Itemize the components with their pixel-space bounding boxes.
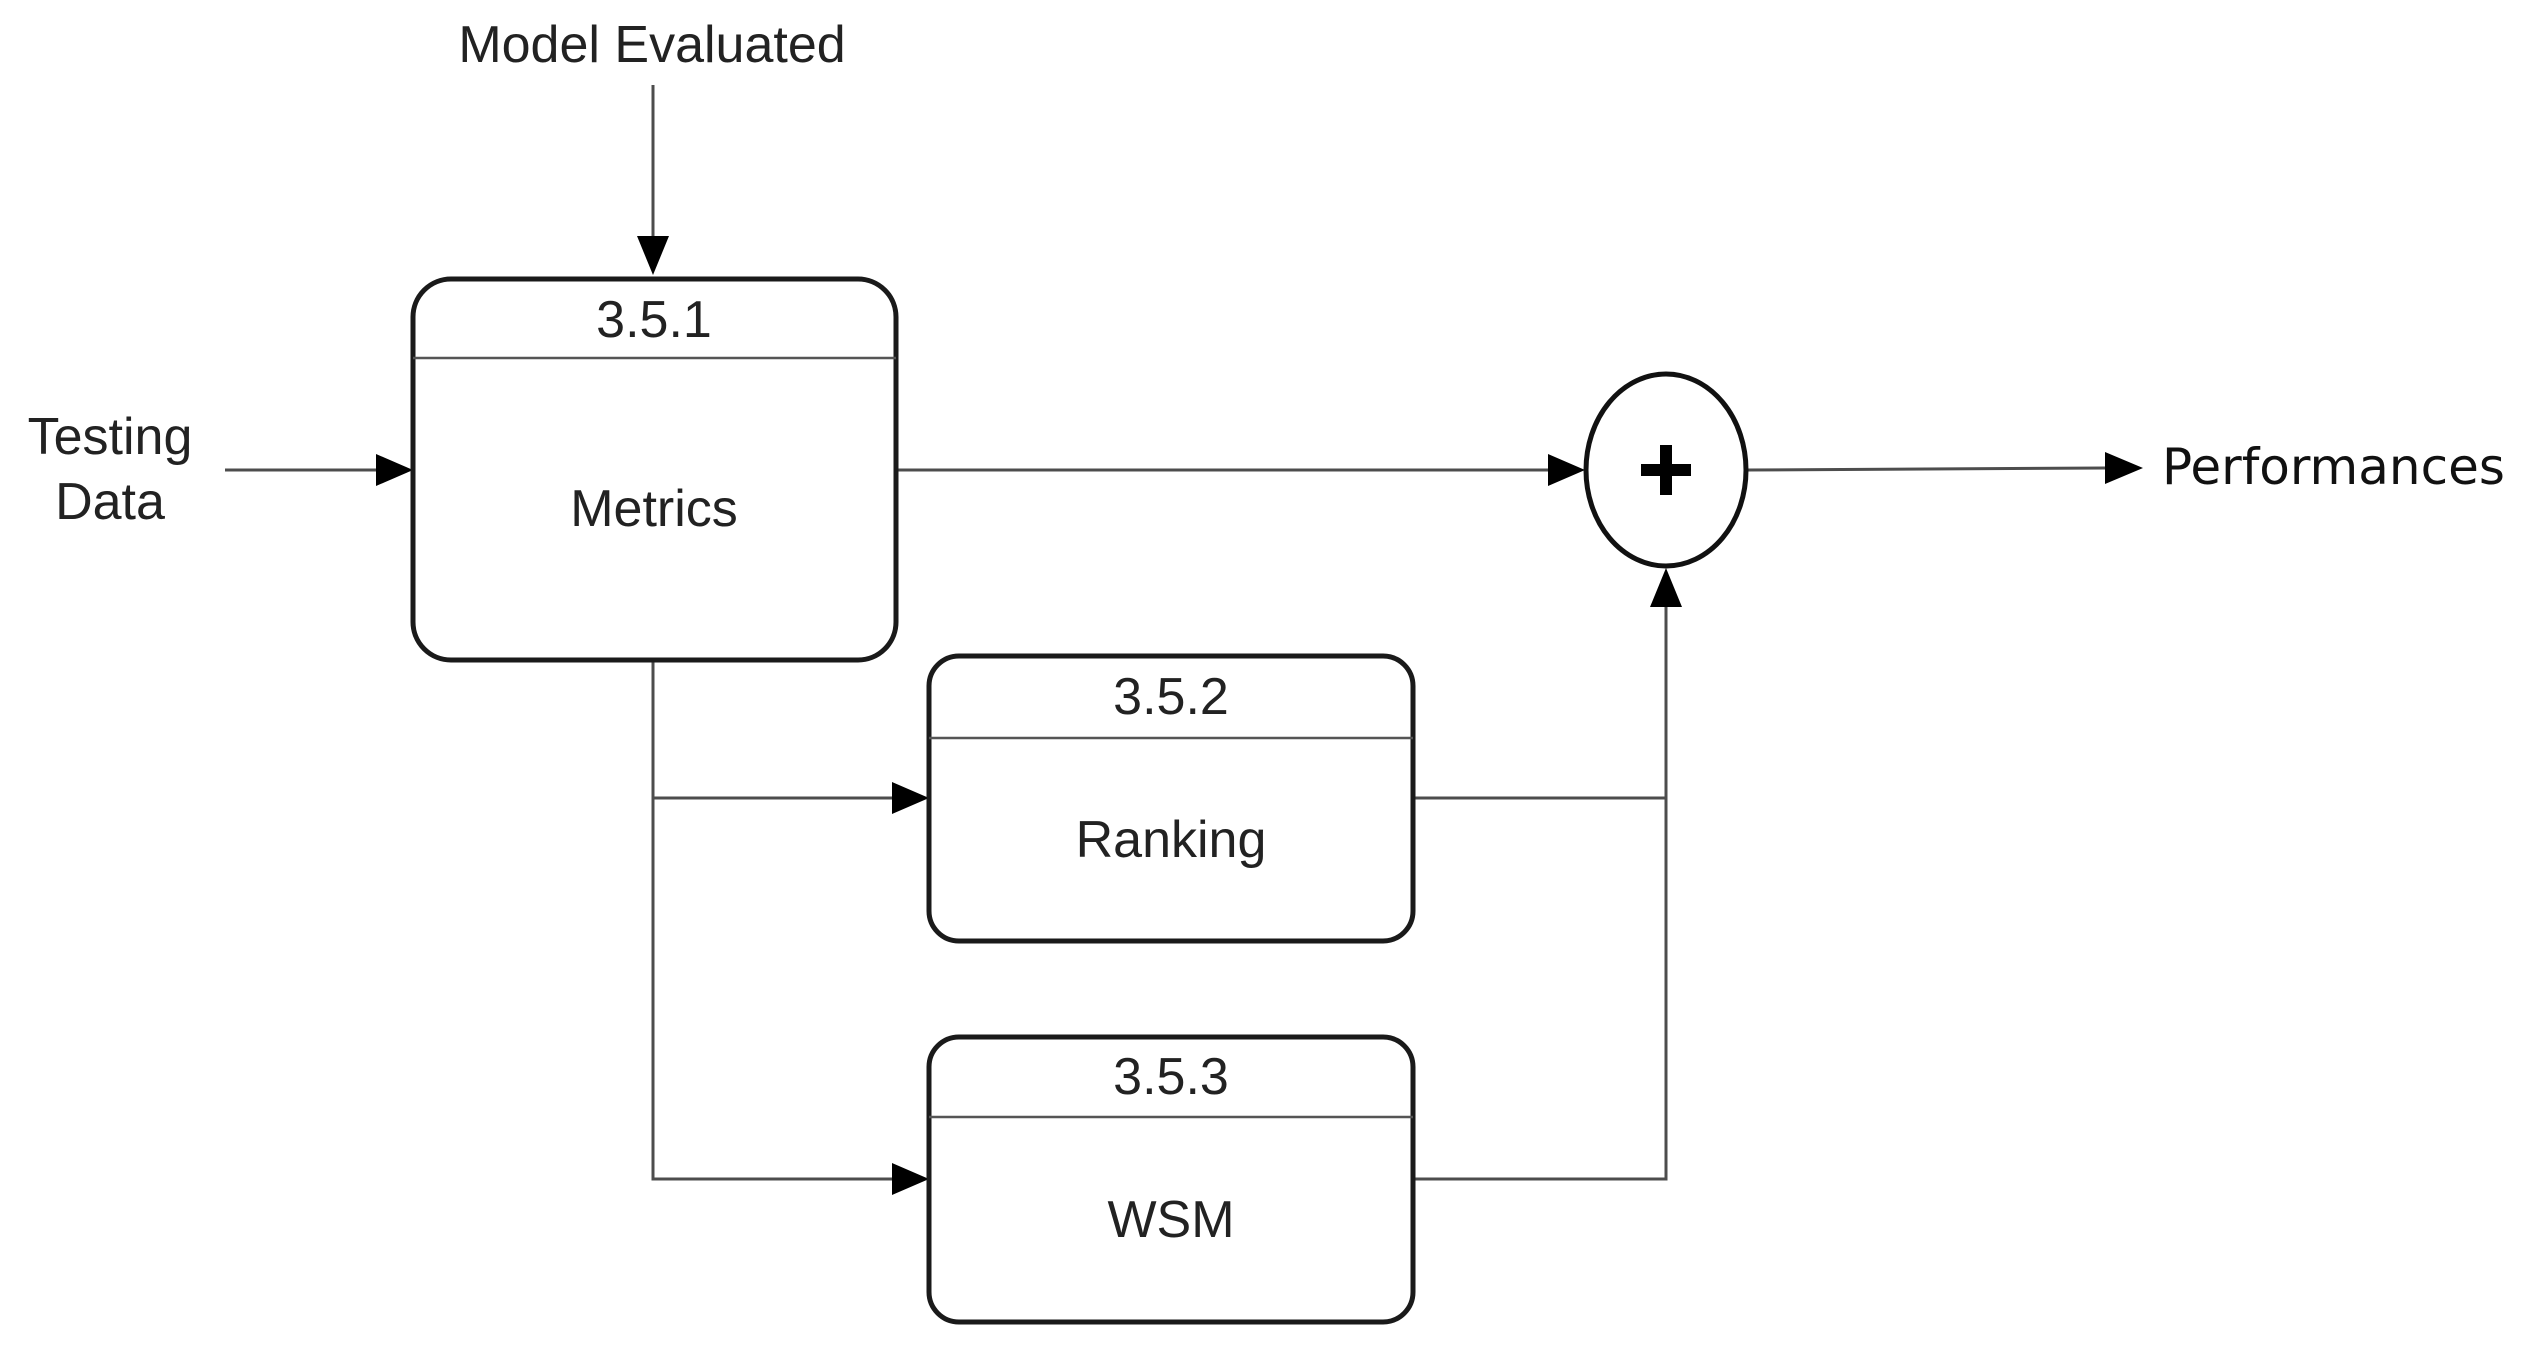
process-id-metrics: 3.5.1: [596, 291, 712, 349]
connector-wsm-to-sum: [1413, 607, 1668, 1181]
output-label-performances: Performances: [2162, 438, 2505, 496]
input-label-model-evaluated: Model Evaluated: [458, 16, 845, 74]
arrowhead-to-output: [2105, 452, 2143, 484]
connectors: [225, 85, 2143, 1195]
process-label-metrics: Metrics: [570, 480, 738, 538]
process-id-wsm: 3.5.3: [1113, 1048, 1229, 1106]
process-box-metrics: 3.5.1 Metrics: [410, 276, 899, 663]
arrowhead-to-sum-bottom: [1650, 568, 1682, 607]
arrowhead-data-to-metrics: [376, 454, 413, 486]
process-label-wsm: WSM: [1107, 1191, 1234, 1249]
summing-junction: [1583, 371, 1749, 569]
connector-sum-to-output: [1746, 466, 2106, 472]
connector-metrics-trunk: [651, 660, 892, 1181]
process-box-ranking: 3.5.2 Ranking: [926, 653, 1416, 944]
arrowhead-to-wsm: [892, 1163, 929, 1195]
input-label-data: Data: [55, 473, 165, 531]
arrowhead-metrics-to-sum: [1548, 454, 1585, 486]
arrowhead-model-to-metrics: [637, 236, 669, 275]
input-label-testing: Testing: [28, 408, 193, 466]
process-label-ranking: Ranking: [1076, 811, 1267, 869]
process-box-wsm: 3.5.3 WSM: [926, 1034, 1416, 1325]
arrowhead-to-ranking: [892, 782, 929, 814]
process-id-ranking: 3.5.2: [1113, 668, 1229, 726]
